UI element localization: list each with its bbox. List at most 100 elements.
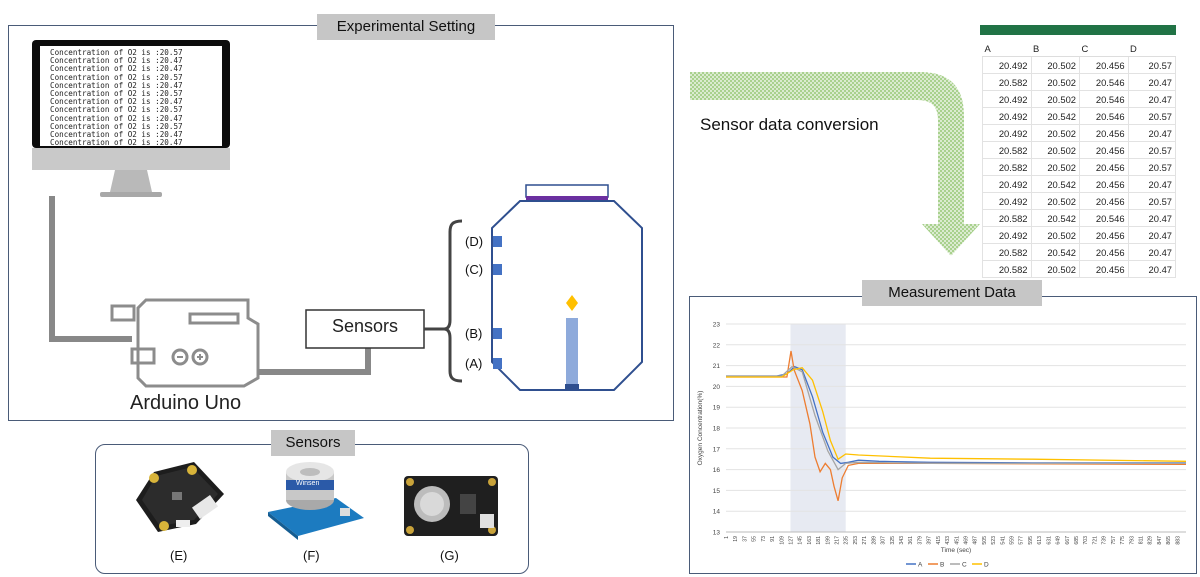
spreadsheet-cell: 20.456: [1079, 192, 1129, 210]
x-tick-label: 667: [1065, 536, 1071, 545]
x-tick-label: 739: [1102, 536, 1108, 545]
spreadsheet-cell: 20.546: [1079, 107, 1129, 125]
spreadsheet-cell: 20.502: [1030, 124, 1081, 142]
spreadsheet-cell: 20.47: [1127, 175, 1177, 193]
y-tick-label: 15: [713, 488, 721, 495]
wiring-diagram: [49, 184, 643, 391]
spreadsheet-cell: 20.546: [1079, 90, 1129, 108]
x-tick-label: 721: [1092, 536, 1098, 545]
x-tick-label: 181: [816, 536, 822, 545]
x-tick-label: 757: [1111, 536, 1117, 545]
series-line-b: [726, 350, 1187, 501]
spreadsheet-cell: 20.582: [982, 73, 1032, 91]
monitor-line: Concentration of O2 is :20.57: [50, 48, 183, 57]
spreadsheet-cell: 20.582: [982, 243, 1032, 261]
spreadsheet-cell: 20.47: [1127, 243, 1177, 261]
spreadsheet-cell: 20.492: [982, 56, 1032, 74]
spreadsheet-cell: 20.492: [982, 192, 1032, 210]
spreadsheet-cell: 20.502: [1030, 90, 1081, 108]
x-tick-label: 541: [1000, 536, 1006, 545]
x-tick-label: 811: [1138, 536, 1144, 544]
spreadsheet-cell: 20.456: [1079, 226, 1129, 244]
x-tick-label: 199: [825, 536, 831, 545]
spreadsheet-cell: 20.502: [1030, 226, 1081, 244]
sensor-data-conversion-label: Sensor data conversion: [700, 115, 879, 134]
x-tick-label: 163: [807, 536, 813, 545]
spreadsheet-cell: 20.456: [1079, 243, 1129, 261]
sensor-f-brand-text: Winsen: [296, 480, 320, 487]
monitor-line: Concentration of O2 is :20.47: [50, 113, 183, 123]
spreadsheet-cell: 20.492: [982, 124, 1032, 142]
monitor-line: Concentration of O2 is :20.47: [50, 80, 183, 90]
spreadsheet-cell: 20.542: [1030, 209, 1081, 227]
x-tick-label: 109: [779, 536, 785, 545]
x-tick-label: 577: [1019, 536, 1025, 545]
spreadsheet-cell: 20.542: [1030, 107, 1081, 125]
x-tick-label: 505: [982, 536, 988, 545]
spreadsheet-cell: 20.456: [1079, 158, 1129, 176]
x-tick-label: 433: [945, 536, 951, 545]
spreadsheet-cell: 20.546: [1079, 73, 1129, 91]
legend-label-b: B: [940, 562, 944, 569]
spreadsheet-cell: 20.57: [1127, 192, 1177, 210]
spreadsheet-cell: 20.456: [1079, 56, 1129, 74]
spreadsheet-cell: 20.456: [1079, 141, 1129, 159]
monitor-line: Concentration of O2 is :20.57: [50, 105, 183, 115]
spreadsheet-cell: 20.57: [1127, 56, 1177, 74]
x-tick-label: 793: [1129, 536, 1135, 545]
x-tick-label: 847: [1157, 536, 1163, 545]
spreadsheet-cell: 20.57: [1127, 107, 1177, 125]
x-tick-label: 37: [742, 536, 748, 542]
x-tick-label: 703: [1083, 536, 1089, 545]
x-axis-label: Time (sec): [941, 547, 971, 554]
spreadsheet-cell: 20.47: [1127, 226, 1177, 244]
x-tick-label: 379: [917, 536, 923, 545]
sensor-f-icon: [268, 462, 364, 540]
x-tick-label: 361: [908, 536, 914, 545]
x-tick-label: 127: [788, 536, 794, 545]
x-tick-label: 397: [927, 536, 933, 545]
x-tick-label: 613: [1037, 536, 1043, 545]
sensors-panel-title: Sensors: [271, 430, 355, 456]
spreadsheet-cell: 20.57: [1127, 141, 1177, 159]
monitor-line: Concentration of O2 is :20.57: [50, 89, 183, 99]
spreadsheet-cell: 20.492: [982, 90, 1032, 108]
x-tick-label: 559: [1010, 536, 1016, 545]
x-tick-label: 73: [761, 536, 767, 542]
x-tick-label: 523: [991, 536, 997, 545]
legend-label-c: C: [962, 562, 967, 569]
x-tick-label: 55: [752, 536, 758, 542]
x-tick-label: 19: [733, 536, 739, 542]
y-tick-label: 13: [713, 530, 721, 537]
y-tick-label: 21: [713, 363, 721, 370]
series-line-c: [726, 365, 1186, 471]
y-axis-label: Oxygen Concentration(%): [697, 391, 704, 466]
y-tick-label: 22: [713, 342, 721, 349]
x-tick-label: 145: [798, 536, 804, 545]
x-tick-label: 415: [936, 536, 942, 545]
x-tick-label: 685: [1074, 536, 1080, 545]
spreadsheet-cell: 20.47: [1127, 124, 1177, 142]
y-tick-label: 23: [713, 322, 721, 329]
x-tick-label: 595: [1028, 536, 1034, 545]
spreadsheet-cell: 20.502: [1030, 73, 1081, 91]
x-tick-label: 631: [1046, 536, 1052, 545]
spreadsheet-cell: 20.492: [982, 226, 1032, 244]
y-tick-label: 14: [713, 509, 721, 516]
y-tick-label: 18: [713, 426, 721, 433]
spreadsheet-column-header: D: [1128, 41, 1176, 57]
spreadsheet-cell: 20.582: [982, 260, 1032, 278]
spreadsheet-cell: 20.502: [1030, 192, 1081, 210]
monitor-icon: [32, 40, 230, 197]
